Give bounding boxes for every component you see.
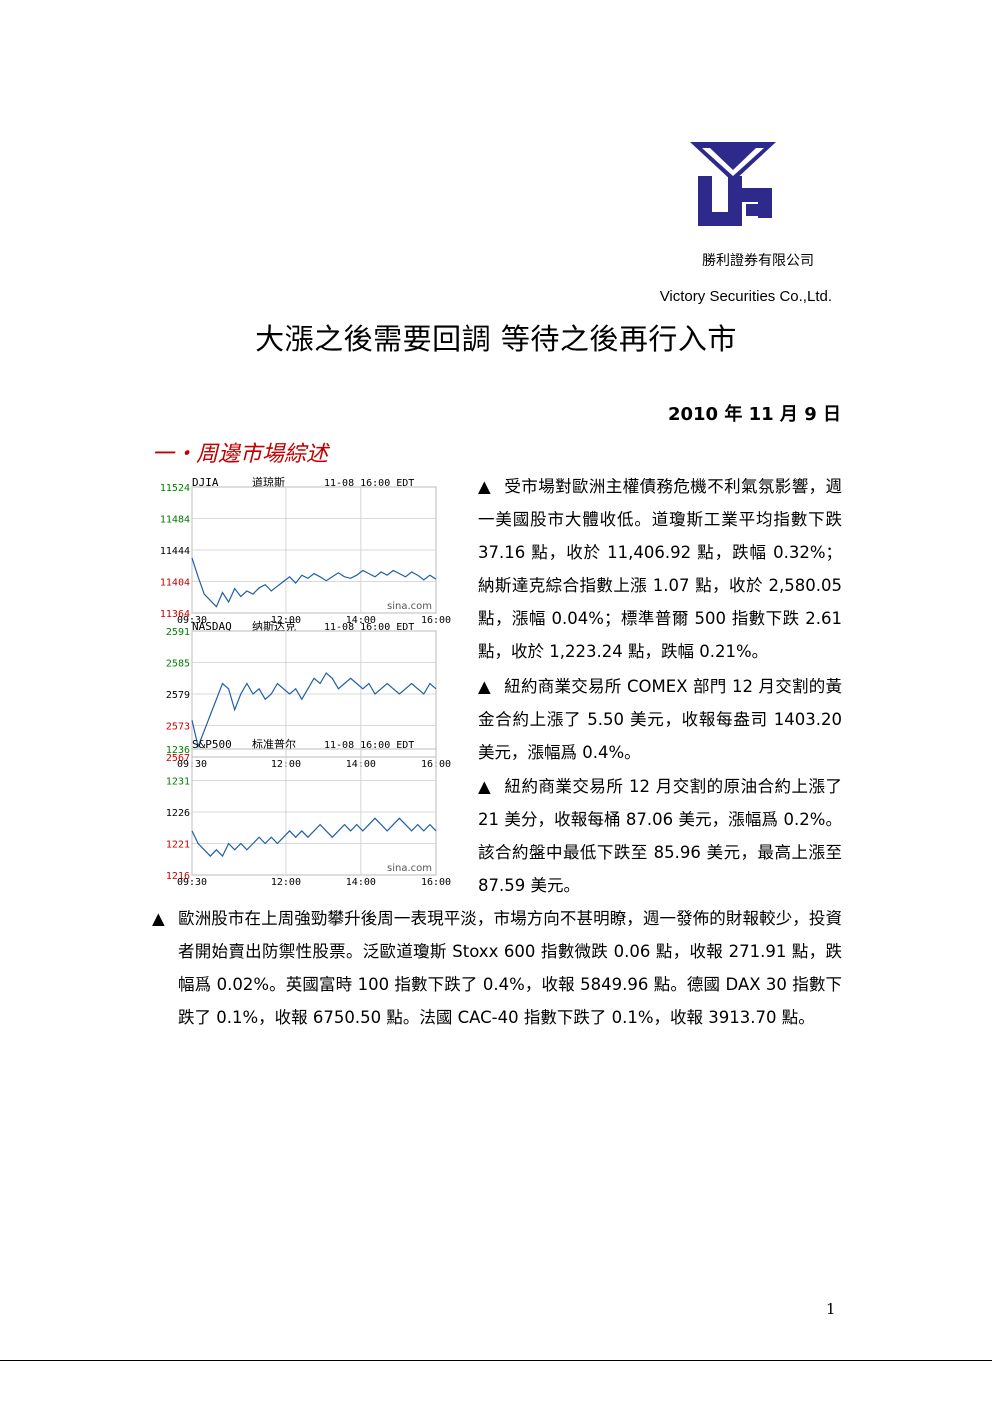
chart-y-tick-label: 11404	[160, 578, 190, 589]
chart-y-tick-label: 11524	[160, 483, 190, 494]
chart-title-name: 标准普尔	[252, 737, 296, 751]
chart-title-time: 11-08 16:00 EDT	[324, 740, 414, 751]
chart-y-tick-label: 2573	[166, 722, 190, 733]
chart-y-tick-label: 11484	[160, 515, 190, 526]
chart-x-tick-label: 09:30	[177, 615, 207, 626]
chart-x-tick-label: 16:00	[421, 615, 451, 626]
chart-series-line	[191, 557, 437, 608]
chart-title-time: 11-08 16:00 EDT	[324, 478, 414, 489]
report-date: 2010 年 11 月 9 日	[667, 404, 841, 425]
chart-watermark: sina.com	[387, 601, 432, 612]
chart-y-tick-label: 1231	[166, 777, 190, 788]
chart-title-symbol: S&P500	[192, 738, 232, 751]
bullet-triangle-icon: ▲	[478, 677, 491, 696]
paragraph-europe: ▲ 歐洲股市在上周強勁攀升後周一表現平淡，市場方向不甚明瞭，週一發佈的財報較少，投…	[152, 902, 842, 1034]
paragraph-us-markets: ▲受市場對歐洲主權債務危機不利氣氛影響，週一美國股市大體收低。道瓊斯工業平均指數…	[478, 470, 842, 668]
bullet-triangle-icon: ▲	[478, 777, 491, 796]
paragraph-text: 受市場對歐洲主權債務危機不利氣氛影響，週一美國股市大體收低。道瓊斯工業平均指數下…	[478, 477, 842, 661]
chart-y-tick-label: 2579	[166, 690, 190, 701]
chart-title-name: 纳斯达克	[252, 620, 296, 633]
chart-title-name: 道琼斯	[252, 475, 285, 489]
chart-title-time: 11-08 16:00 EDT	[324, 622, 414, 633]
victory-logo-mark	[690, 142, 776, 226]
bullet-triangle-icon: ▲	[478, 477, 491, 496]
chart-y-tick-label: 2591	[166, 627, 190, 638]
section-heading: 一・周邊市場綜述	[152, 442, 329, 467]
paragraph-gold: ▲紐約商業交易所 COMEX 部門 12 月交割的黃金合約上漲了 5.50 美元…	[478, 670, 842, 769]
chart-title-symbol: NASDAQ	[192, 620, 232, 633]
bullet-triangle-icon: ▲	[152, 909, 165, 928]
chart-x-tick-label: 12:00	[271, 877, 301, 888]
chart-y-tick-label: 2585	[166, 659, 190, 670]
paragraph-text: 紐約商業交易所 12 月交割的原油合約上漲了 21 美分，收報每桶 87.06 …	[478, 777, 842, 895]
chart-y-tick-label: 11444	[160, 546, 190, 557]
chart-y-tick-label: 2567	[166, 753, 190, 764]
company-name-english: Victory Securities Co.,Ltd.	[659, 288, 832, 305]
page-number: 1	[826, 1300, 836, 1318]
chart-title-symbol: DJIA	[192, 476, 219, 489]
chart-y-tick-label: 11364	[160, 609, 190, 620]
chart-x-tick-label: 14:00	[346, 877, 376, 888]
paragraph-text: 歐洲股市在上周強勁攀升後周一表現平淡，市場方向不甚明瞭，週一發佈的財報較少，投資…	[178, 909, 842, 1027]
chart-y-tick-label: 1221	[166, 840, 190, 851]
chart-watermark: sina.com	[387, 863, 432, 874]
chart-y-tick-label: 1226	[166, 808, 190, 819]
intraday-charts-svg: DJIA 道琼斯 11-08 16:00 EDT 11524 11484 11444 114…	[160, 475, 451, 888]
company-logo	[688, 140, 778, 228]
chart-x-tick-label: 14:00	[346, 615, 376, 626]
chart-series-line	[191, 672, 437, 749]
footer-divider	[0, 1360, 992, 1361]
chart-y-tick-label: 1236	[166, 745, 190, 756]
document-title: 大漲之後需要回調 等待之後再行入市	[255, 322, 737, 356]
chart-x-tick-label: 16:00	[421, 877, 451, 888]
chart-y-tick-label: 1216	[166, 871, 190, 882]
company-name-chinese: 勝利證券有限公司	[702, 253, 814, 269]
chart-x-tick-label: 12:00	[271, 615, 301, 626]
chart-x-tick-label: 09:30	[177, 877, 207, 888]
index-charts: DJIA 道琼斯 11-08 16:00 EDT 11524 11484 11444 114…	[148, 474, 460, 894]
chart-series-line	[191, 817, 437, 858]
paragraph-oil: ▲紐約商業交易所 12 月交割的原油合約上漲了 21 美分，收報每桶 87.06…	[478, 770, 842, 902]
paragraph-text: 紐約商業交易所 COMEX 部門 12 月交割的黃金合約上漲了 5.50 美元，…	[478, 677, 842, 762]
